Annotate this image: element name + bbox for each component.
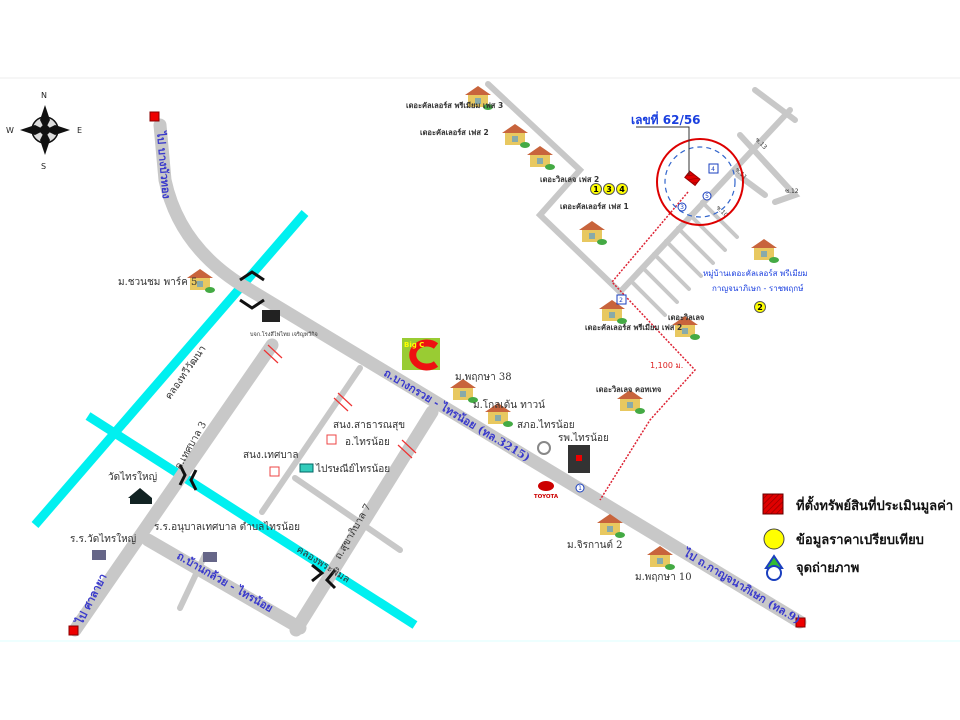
house-icon	[187, 86, 779, 570]
road-soi-branch	[737, 132, 801, 205]
svg-text:4: 4	[711, 166, 715, 173]
label-municipality: สนง.เทศบาล	[243, 450, 298, 461]
factory-icon	[262, 310, 280, 322]
svg-text:1: 1	[578, 485, 582, 492]
compass-w: W	[6, 126, 14, 135]
label-premium2: เดอะคัลเลอร์ส พรีเมียม เฟส 2	[585, 323, 682, 332]
svg-text:1: 1	[593, 185, 599, 194]
label-cluster3: เดอะคัลเลอร์ส พรีเมียม เฟส 3	[406, 101, 503, 110]
legend: ที่ตั้งทรัพย์สินที่ประเมินมูลค่า ข้อมูลร…	[762, 493, 953, 581]
road-soi-main	[617, 107, 793, 295]
toyota-logo-text: TOYOTA	[534, 494, 559, 500]
label-police: สภอ.ไทรน้อย	[517, 419, 575, 431]
government-icon	[269, 466, 280, 477]
svg-text:3: 3	[606, 185, 612, 194]
bigc-logo: Big C	[402, 338, 440, 371]
school-icon	[92, 550, 106, 560]
label-to-kanchanaphisek: ไป ถ.กาญจนาภิเษก (ทล.9)	[680, 545, 804, 627]
label-to-bangbuathong: ไป บางบัวทอง	[154, 129, 174, 199]
legend-subject-label: ที่ตั้งทรัพย์สินที่ประเมินมูลค่า	[796, 495, 953, 514]
subject-label: เลขที่ 62/56	[631, 111, 701, 127]
label-golden-town: ม.โกลเด้น ทาวน์	[473, 398, 545, 411]
label-phruksa38: ม.พฤกษา 38	[455, 372, 512, 383]
road-bankluai	[141, 533, 307, 635]
road-minor	[177, 552, 208, 611]
mail-icon	[299, 463, 314, 473]
canal-thawiwatthana	[31, 210, 309, 528]
label-ville-cottage: เดอะวิลเลจ คอทเทจ	[596, 385, 661, 394]
label-jirakarn2: ม.จิรกานต์ 2	[567, 539, 623, 551]
label-wat: วัดไทรใหญ่	[108, 471, 157, 483]
distance-label: 1,100 ม.	[650, 361, 683, 370]
compass-rose-icon	[20, 105, 70, 155]
compass-s: S	[41, 162, 46, 171]
police-icon	[537, 441, 551, 455]
road-minor	[292, 475, 403, 553]
legend-comparable-label: ข้อมูลราคาเปรียบเทียบ	[796, 532, 924, 548]
road-sukhaphiban7	[289, 405, 439, 637]
temple-icon	[128, 488, 152, 498]
svg-text:2: 2	[619, 297, 623, 304]
label-health-center: สนง.สาธารณสุข	[333, 420, 405, 431]
label-ville: เดอะวิลเลจ	[668, 313, 704, 322]
label-village-main: หมู่บ้านเดอะคัลเลอร์ส พรีเมียม	[703, 268, 808, 279]
road-end-arrow-icon	[795, 617, 806, 628]
subject-property-marker	[684, 170, 701, 187]
canal-phraphimon	[85, 412, 418, 629]
road-end-arrow-icon	[68, 625, 79, 636]
compass-n: N	[41, 91, 47, 100]
rail-crossing-icon	[263, 344, 417, 459]
road-soi-west	[485, 81, 623, 295]
svg-text:4: 4	[619, 185, 625, 194]
road-end-arrow-icon	[149, 111, 160, 122]
label-chuanchom: ม.ชวนชม พาร์ค 5	[118, 276, 197, 288]
svg-text:2: 2	[757, 303, 763, 312]
label-post: ไปรษณีย์ไทรน้อย	[315, 463, 390, 475]
legend-subject-icon	[762, 493, 784, 515]
school-icon	[203, 552, 217, 562]
label-phruksa10: ม.พฤกษา 10	[635, 572, 692, 583]
main-road	[153, 118, 807, 629]
compass-e: E	[77, 126, 82, 135]
label-egat: บจก.โรงสีไฟไทย เจริญทวีกิจ	[250, 330, 318, 338]
bigc-logo-text: Big C	[404, 341, 424, 349]
label-village-main-2: กาญจนาภิเษก - ราชพฤกษ์	[712, 283, 804, 293]
road-tessaban3	[68, 338, 279, 637]
svg-text:5: 5	[705, 193, 709, 200]
label-school-wat: ร.ร.วัดไทรใหญ่	[70, 533, 136, 545]
legend-comparable-icon	[763, 528, 785, 550]
label-amphoe: อ.ไทรน้อย	[345, 436, 390, 448]
comparable-marker: 1 3 4 2	[590, 183, 766, 313]
label-ville2: เดอะวิลเลจ เฟส 2	[540, 175, 599, 184]
label-soi-12: ซ.12	[785, 188, 799, 195]
soi-stubs	[628, 200, 739, 317]
label-cluster2: เดอะคัลเลอร์ส เฟส 2	[420, 128, 489, 137]
road-soi-branch	[752, 87, 798, 123]
government-icon	[326, 434, 337, 445]
photo-point-marker: 1 2 3 4 5	[575, 163, 719, 493]
toyota-logo: TOYOTA	[534, 481, 559, 500]
label-cluster1: เดอะคัลเลอร์ส เฟส 1	[560, 202, 629, 211]
label-hospital: รพ.ไทรน้อย	[558, 432, 609, 444]
legend-photo-label: จุดถ่ายภาพ	[796, 561, 859, 576]
subject-highlight-circle	[656, 138, 744, 226]
bridge-icon	[178, 270, 337, 590]
svg-text:3: 3	[680, 204, 684, 211]
label-school-kinder: ร.ร.อนุบาลเทศบาล ตำบลไทรน้อย	[154, 521, 300, 533]
road-minor	[259, 365, 363, 515]
route-path	[599, 191, 697, 501]
